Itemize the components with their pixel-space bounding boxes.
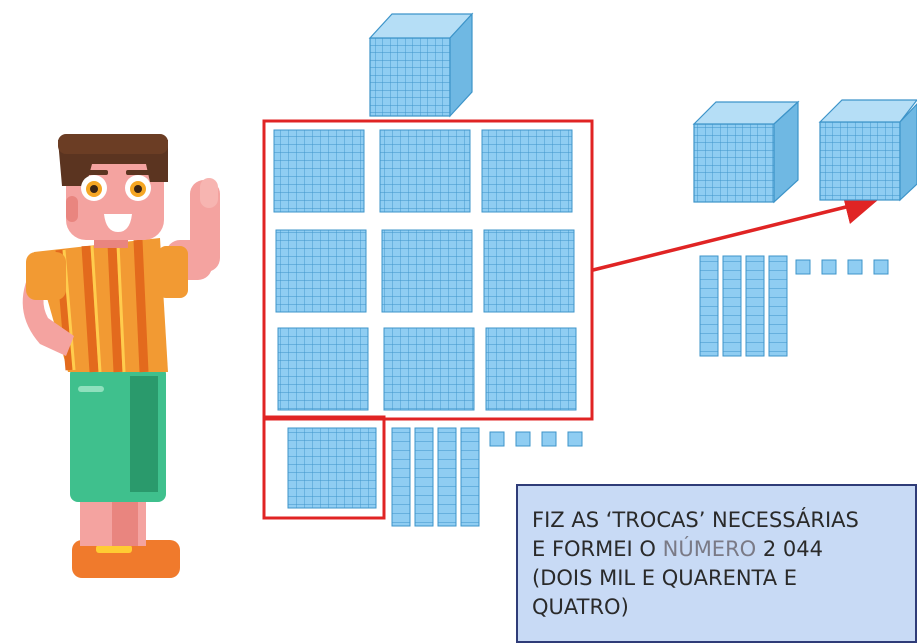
ten-rods-right bbox=[699, 255, 788, 357]
thousand-cube-right-1 bbox=[692, 100, 800, 204]
caption-box: FIZ AS ‘TROCAS’ NECESSÁRIAS E FORMEI O N… bbox=[516, 484, 917, 643]
hundred-plate bbox=[379, 129, 471, 213]
caption-line-2-start: E FORMEI O bbox=[532, 537, 663, 561]
unit-cube bbox=[515, 431, 531, 447]
smile bbox=[104, 214, 132, 232]
nine-plates-highlight-box bbox=[262, 119, 594, 421]
thumb-up-hand bbox=[200, 178, 218, 208]
caption-line-2: E FORMEI O NÚMERO 2 044 bbox=[532, 535, 905, 564]
unit-cube bbox=[567, 431, 583, 447]
ten-rod bbox=[768, 255, 788, 357]
unit-cube bbox=[873, 259, 889, 275]
ten-rod bbox=[414, 427, 434, 527]
hundred-plate bbox=[277, 327, 369, 411]
unit-cube bbox=[847, 259, 863, 275]
single-plate-highlight-box bbox=[262, 415, 386, 520]
caption-number-word: NÚMERO bbox=[662, 537, 757, 561]
ten-rod bbox=[745, 255, 765, 357]
hundred-plate bbox=[273, 129, 365, 213]
ten-rod bbox=[699, 255, 719, 357]
hundred-plate-single bbox=[287, 427, 377, 509]
ten-rod bbox=[722, 255, 742, 357]
ten-rod bbox=[460, 427, 480, 527]
unit-cubes-left bbox=[489, 431, 583, 447]
ten-rod bbox=[437, 427, 457, 527]
hundred-plate bbox=[481, 129, 573, 213]
hundred-plate bbox=[485, 327, 577, 411]
hundred-plates-grid bbox=[273, 129, 577, 411]
hundred-plate bbox=[275, 229, 367, 313]
caption-line-4: QUATRO) bbox=[532, 595, 629, 619]
caption-number-value: 2 044 bbox=[756, 537, 823, 561]
hundred-plate bbox=[383, 327, 475, 411]
boy-illustration bbox=[22, 134, 220, 578]
unit-cube bbox=[821, 259, 837, 275]
hundred-plate bbox=[381, 229, 473, 313]
thousand-cube-top bbox=[368, 12, 474, 118]
ten-rods-left bbox=[391, 427, 480, 527]
exchange-arrow bbox=[592, 190, 880, 272]
unit-cube bbox=[541, 431, 557, 447]
caption-line-3: (DOIS MIL E QUARENTA E bbox=[532, 566, 798, 590]
caption-line-1: FIZ AS ‘TROCAS’ NECESSÁRIAS bbox=[532, 508, 859, 532]
unit-cubes-right bbox=[795, 259, 889, 275]
unit-cube bbox=[795, 259, 811, 275]
hundred-plate bbox=[483, 229, 575, 313]
ten-rod bbox=[391, 427, 411, 527]
unit-cube bbox=[489, 431, 505, 447]
thousand-cube-right-2 bbox=[818, 99, 917, 202]
